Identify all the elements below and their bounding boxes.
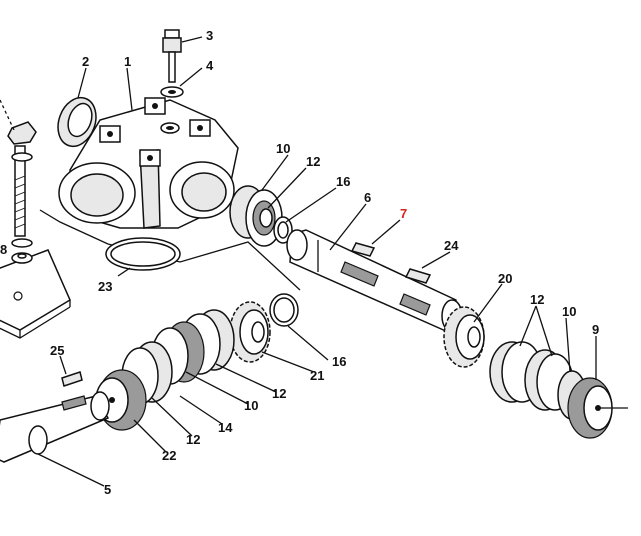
lower-shaft	[0, 391, 110, 463]
label-10-right: 10	[562, 304, 576, 319]
label-24: 24	[444, 238, 459, 253]
label-20: 20	[498, 271, 512, 286]
label-3: 3	[206, 28, 213, 43]
key-25	[61, 371, 83, 387]
label-7: 7	[400, 206, 407, 221]
gearbox-housing	[39, 97, 301, 291]
o-ring	[105, 237, 181, 271]
label-23: 23	[98, 279, 112, 294]
label-8: 8	[0, 242, 7, 257]
mounting-base	[0, 249, 71, 339]
label-1: 1	[124, 54, 131, 69]
label-12-right: 12	[530, 292, 544, 307]
circlip-lower	[269, 293, 299, 327]
label-16-upper: 16	[336, 174, 350, 189]
cover-plate	[57, 96, 97, 148]
seal-washer	[160, 86, 184, 98]
label-5: 5	[104, 482, 111, 497]
lower-bearing-stack	[95, 309, 235, 431]
upper-bearing-assembly	[229, 185, 293, 247]
label-4: 4	[206, 58, 214, 73]
leader-lines	[37, 36, 597, 487]
label-22: 22	[162, 448, 176, 463]
bevel-gear-lower	[229, 301, 271, 363]
label-16-lower: 16	[332, 354, 346, 369]
key-24	[404, 268, 432, 284]
bolt-8	[0, 99, 37, 264]
label-14: 14	[218, 420, 233, 435]
label-12-lower-a: 12	[272, 386, 286, 401]
label-12-upper: 12	[306, 154, 320, 169]
right-bearing-stack	[489, 341, 628, 439]
label-12-lower-b: 12	[186, 432, 200, 447]
breather-plug	[162, 29, 182, 83]
label-21: 21	[310, 368, 324, 383]
upper-shaft	[286, 229, 463, 334]
label-10-lower: 10	[244, 398, 258, 413]
callout-labels: 1 2 3 4 8 10 12 16 6 7 24 20 12 10 9 23 …	[0, 28, 599, 497]
label-25: 25	[50, 343, 64, 358]
label-2: 2	[82, 54, 89, 69]
label-9: 9	[592, 322, 599, 337]
label-6: 6	[364, 190, 371, 205]
key-7	[350, 242, 376, 257]
label-10-upper: 10	[276, 141, 290, 156]
